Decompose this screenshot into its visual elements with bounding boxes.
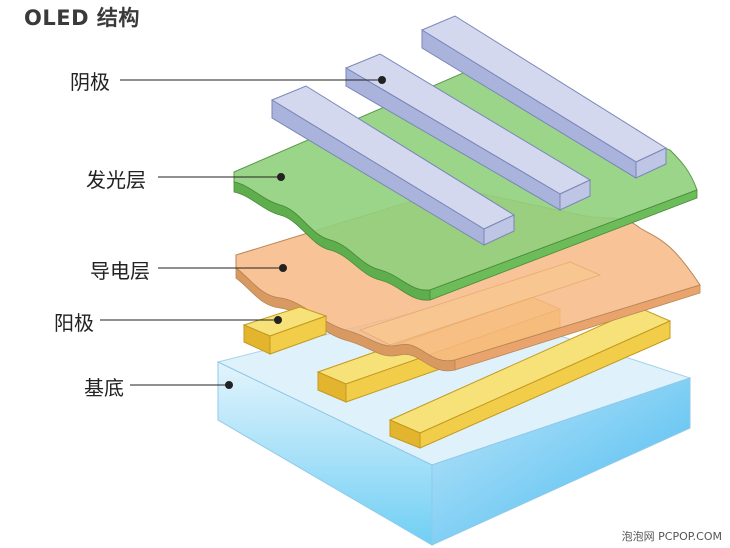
emissive-side	[429, 189, 698, 301]
leader-dot-cathode	[378, 76, 386, 84]
anode-layer-top	[242, 306, 328, 355]
label-cathode: 阴极	[70, 70, 110, 94]
label-conductive-layer: 导电层	[90, 259, 150, 283]
leader-dot-anode	[274, 316, 282, 324]
watermark: 泡泡网 PCPOP.COM	[621, 530, 722, 543]
cathode-bar-end	[635, 147, 667, 179]
anode-bar-front	[419, 320, 671, 449]
leader-dot-substrate	[225, 381, 233, 389]
label-substrate: 基底	[84, 376, 124, 400]
leader-lines	[100, 76, 386, 389]
anode-bar-ghost	[358, 261, 602, 346]
anode-bar-front	[269, 315, 327, 355]
substrate-side	[431, 377, 691, 546]
label-emissive-layer: 发光层	[86, 168, 146, 192]
cathode-bar-end	[559, 179, 591, 211]
conductive-side	[454, 284, 701, 371]
leader-dot-conductive	[279, 264, 287, 272]
diagram-title: OLED 结构	[24, 6, 140, 30]
label-anode: 阳极	[54, 311, 94, 335]
cathode-bar-end	[483, 214, 515, 246]
leader-dot-emissive	[277, 173, 285, 181]
cathode-layer	[270, 15, 668, 246]
